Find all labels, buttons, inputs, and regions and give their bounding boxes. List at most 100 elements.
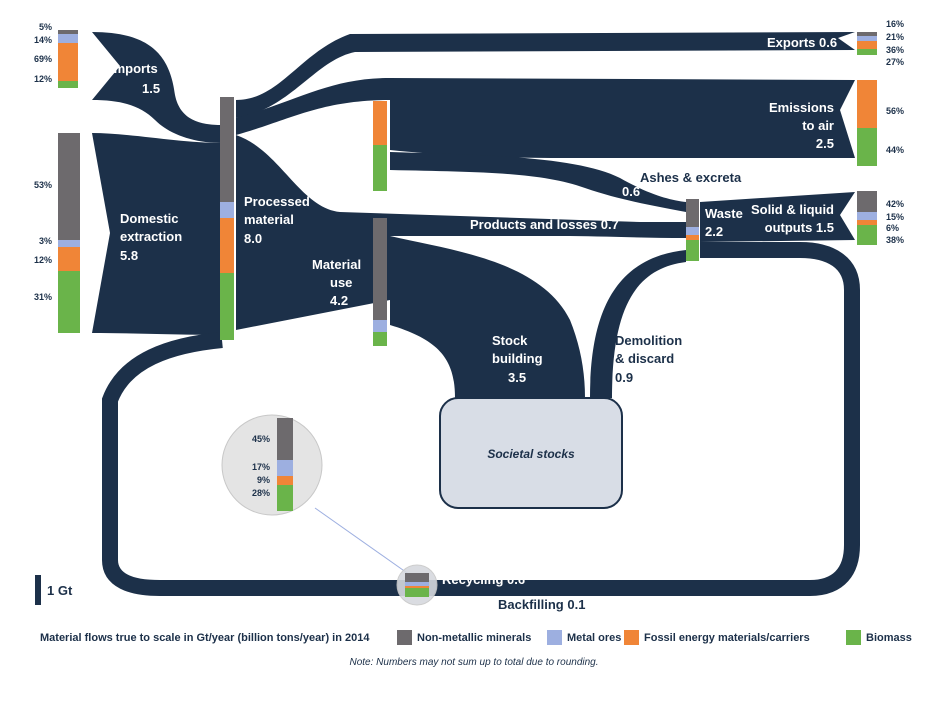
material-value: 4.2 <box>330 293 348 308</box>
solid-outputs-flow <box>700 192 855 242</box>
recycling-magnifier <box>221 414 323 516</box>
exports-pct-nonmetallic: 16% <box>886 19 904 29</box>
recycling-bar-nonmetallic <box>277 418 293 460</box>
exports-bar-nonmetallic <box>857 32 877 36</box>
recycling-composition-bar <box>277 418 293 511</box>
energetic-label-1: Energetic <box>307 121 366 136</box>
solid-bar-biomass <box>857 225 877 245</box>
exports-percentages: 16% 21% 36% 27% <box>886 19 904 67</box>
imports-bar-fossil <box>58 43 78 81</box>
recycling-small-biomass <box>405 588 429 597</box>
recycling-bar-biomass <box>277 485 293 511</box>
domestic-percentages: 53% 3% 12% 31% <box>34 180 52 302</box>
domestic-value: 5.8 <box>120 248 138 263</box>
legend-swatch-fossil <box>624 630 639 645</box>
solid-bar-nonmetallic <box>857 191 877 212</box>
stock-building-flow <box>390 236 585 398</box>
domestic-label-1: Domestic <box>120 211 179 226</box>
material-bar-metal <box>373 320 387 332</box>
imports-percentages: 5% 14% 69% 12% <box>34 22 52 84</box>
legend-swatch-nonmetallic <box>397 630 412 645</box>
exports-composition-bar <box>857 32 877 55</box>
processed-bar-metal <box>220 202 234 218</box>
domestic-pct-biomass: 31% <box>34 292 52 302</box>
processed-label-1: Processed <box>244 194 310 209</box>
products-flow <box>236 135 686 330</box>
domestic-composition-bar <box>58 133 80 333</box>
domestic-pct-fossil: 12% <box>34 255 52 265</box>
emissions-composition-bar <box>857 80 877 166</box>
waste-value: 2.2 <box>705 224 723 239</box>
processed-bar-biomass <box>220 273 234 340</box>
solid-label-2: outputs 1.5 <box>765 220 834 235</box>
legend-swatch-biomass <box>846 630 861 645</box>
solid-bar-metal <box>857 212 877 220</box>
imports-composition-bar <box>58 30 78 88</box>
exports-flow <box>236 32 855 118</box>
recycling-loop <box>102 242 860 596</box>
emissions-pct-fossil: 56% <box>886 106 904 116</box>
waste-bar-fossil <box>686 235 699 240</box>
exports-pct-biomass: 27% <box>886 57 904 67</box>
demolition-flow <box>590 250 686 398</box>
recycling-small-fossil <box>405 586 429 588</box>
material-composition-bar <box>373 218 387 346</box>
waste-bar-metal <box>686 227 699 235</box>
waste-bar-biomass <box>686 240 699 261</box>
imports-bar-metal <box>58 34 78 43</box>
solid-composition-bar <box>857 191 877 245</box>
scale-label: 1 Gt <box>47 583 73 598</box>
emissions-pct-biomass: 44% <box>886 145 904 155</box>
processed-composition-bar <box>220 97 234 340</box>
solid-percentages: 42% 15% 6% 38% <box>886 199 904 245</box>
recycling-pct-nonmetallic: 45% <box>252 434 270 444</box>
domestic-extraction-flow <box>92 133 222 335</box>
imports-flow <box>92 32 222 143</box>
emissions-value: 2.5 <box>816 136 834 151</box>
ashes-flow <box>390 152 686 212</box>
stock-building-label-2: building <box>492 351 543 366</box>
recycling-pct-biomass: 28% <box>252 488 270 498</box>
energetic-bar-fossil <box>373 101 387 145</box>
backfilling-label: Backfilling 0.1 <box>498 597 585 612</box>
flow-shapes <box>92 32 855 398</box>
recycling-small-bar <box>405 573 429 597</box>
solid-pct-biomass: 38% <box>886 235 904 245</box>
emissions-flow <box>236 78 855 158</box>
legend-item-biomass: Biomass <box>866 632 912 644</box>
domestic-bar-fossil <box>58 247 80 271</box>
demolition-label-2: & discard <box>615 351 674 366</box>
domestic-label-2: extraction <box>120 229 182 244</box>
recycling-percentages: 45% 17% 9% 28% <box>252 434 270 498</box>
imports-label: Imports <box>110 61 158 76</box>
imports-value: 1.5 <box>142 81 160 96</box>
legend-item-metal: Metal ores <box>567 632 621 644</box>
waste-composition-bar <box>686 199 699 261</box>
processed-value: 8.0 <box>244 231 262 246</box>
waste-bar-nonmetallic <box>686 199 699 227</box>
imports-bar-nonmetallic <box>58 30 78 34</box>
processed-bar-fossil <box>220 218 234 273</box>
waste-label: Waste <box>705 206 743 221</box>
scale-bar <box>35 575 41 605</box>
imports-pct-nonmetallic: 5% <box>39 22 52 32</box>
ashes-value: 0.6 <box>622 184 640 199</box>
demolition-value: 0.9 <box>615 370 633 385</box>
legend-item-fossil: Fossil energy materials/carriers <box>644 632 810 644</box>
energetic-composition-bar <box>373 101 387 191</box>
domestic-pct-nonmetallic: 53% <box>34 180 52 190</box>
solid-bar-fossil <box>857 220 877 225</box>
material-bar-biomass <box>373 332 387 346</box>
stock-building-value: 3.5 <box>508 370 526 385</box>
recycling-bar-metal <box>277 460 293 476</box>
material-label-2: use <box>330 275 352 290</box>
emissions-label-2: to air <box>802 118 834 133</box>
stock-building-label-1: Stock <box>492 333 528 348</box>
energetic-label-2: use <box>325 138 347 153</box>
imports-pct-fossil: 69% <box>34 54 52 64</box>
processed-bar-nonmetallic <box>220 97 234 202</box>
societal-stocks-label: Societal stocks <box>487 447 575 461</box>
emissions-percentages: 56% 44% <box>886 106 904 155</box>
exports-bar-metal <box>857 36 877 41</box>
